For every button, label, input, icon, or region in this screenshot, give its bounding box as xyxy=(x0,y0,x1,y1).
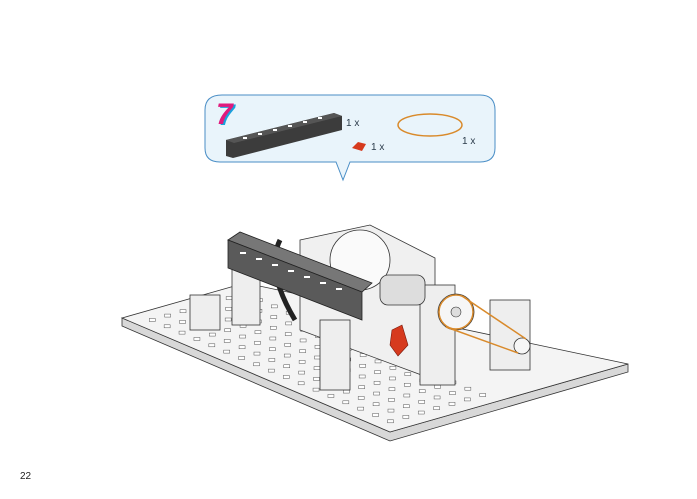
baseplate-stud xyxy=(418,400,425,404)
baseplate-stud xyxy=(284,332,292,336)
baseplate-stud xyxy=(254,330,262,334)
baseplate-stud xyxy=(224,317,232,322)
baseplate-stud xyxy=(178,330,186,335)
red-angle-block-part xyxy=(352,142,366,151)
baseplate-stud xyxy=(464,386,472,391)
baseplate-stud xyxy=(269,347,276,351)
baseplate-stud xyxy=(225,307,232,311)
baseplate-stud xyxy=(464,397,471,402)
baseplate-stud xyxy=(448,402,456,406)
baseplate-stud xyxy=(313,377,320,381)
baseplate-stud xyxy=(479,393,486,397)
baseplate-stud xyxy=(209,332,216,337)
baseplate-stud xyxy=(179,320,186,324)
baseplate-stud xyxy=(417,410,425,415)
baseplate-stud xyxy=(357,396,365,400)
baseplate-stud xyxy=(270,315,278,319)
baseplate-stud xyxy=(164,313,171,318)
baseplate-stud xyxy=(387,419,394,424)
model-assembly xyxy=(189,224,531,391)
baseplate-stud xyxy=(402,415,410,419)
baseplate-stud xyxy=(283,375,290,379)
baseplate-stud xyxy=(208,343,216,348)
baseplate-stud xyxy=(373,381,381,385)
baseplate-stud xyxy=(285,321,292,326)
baseplate-stud xyxy=(388,398,395,402)
baseplate-stud xyxy=(269,336,277,341)
rubber-band-part xyxy=(397,113,463,137)
baseplate-stud xyxy=(374,359,382,364)
baseplate-stud xyxy=(225,296,233,300)
baseplate-stud xyxy=(434,385,441,389)
baseplate-stud xyxy=(253,362,260,367)
baseplate-stud xyxy=(149,318,156,322)
baseplate-stud xyxy=(449,391,456,395)
baseplate-stud xyxy=(283,353,291,358)
baseplate-stud xyxy=(299,338,307,343)
baseplate-stud xyxy=(357,406,364,411)
baseplate-stud xyxy=(418,389,426,393)
baseplate-stud xyxy=(373,391,380,396)
baseplate-stud xyxy=(297,381,305,386)
baseplate-stud xyxy=(343,389,350,394)
baseplate-stud xyxy=(298,360,306,364)
page-number: 22 xyxy=(20,471,32,482)
baseplate-stud xyxy=(404,372,412,376)
baseplate-stud xyxy=(312,387,320,392)
baseplate-stud xyxy=(253,351,261,356)
baseplate-stud xyxy=(224,328,231,332)
baseplate-stud xyxy=(270,326,277,330)
baseplate-stud xyxy=(271,304,278,309)
baseplate-stud xyxy=(163,324,171,329)
baseplate-stud xyxy=(374,370,381,374)
baseplate-stud xyxy=(254,341,261,345)
baseplate-stud xyxy=(387,408,395,413)
parts-callout-bubble xyxy=(204,94,496,182)
baseplate-stud xyxy=(239,334,246,339)
baseplate-stud xyxy=(298,370,305,375)
baseplate-stud xyxy=(299,349,306,353)
baseplate-stud xyxy=(358,385,365,389)
baseplate-stud xyxy=(342,400,350,405)
part-quantity-red-block: 1 x xyxy=(371,142,385,153)
baseplate-stud xyxy=(389,376,396,381)
baseplate-stud xyxy=(327,394,335,398)
baseplate-stud xyxy=(283,364,290,368)
baseplate-stud xyxy=(404,383,411,387)
baseplate-stud xyxy=(193,337,201,341)
baseplate-stud xyxy=(179,309,187,313)
baseplate-stud xyxy=(403,404,410,408)
baseplate-stud xyxy=(268,358,276,362)
baseplate-stud xyxy=(389,366,397,370)
baseplate-stud xyxy=(268,368,275,373)
baseplate-stud xyxy=(433,395,441,400)
baseplate-stud xyxy=(223,349,230,354)
baseplate-stud xyxy=(388,387,396,391)
black-building-block-part xyxy=(226,113,342,158)
part-quantity-black-block: 1 x xyxy=(346,118,360,129)
baseplate-stud xyxy=(433,406,440,410)
baseplate-stud xyxy=(223,339,231,343)
part-quantity-rubber-band: 1 x xyxy=(462,136,476,147)
baseplate-stud xyxy=(358,374,366,379)
baseplate-stud xyxy=(238,356,245,360)
baseplate-stud xyxy=(313,366,321,370)
baseplate-stud xyxy=(403,393,411,398)
baseplate-stud xyxy=(359,364,366,368)
baseplate-stud xyxy=(372,413,379,417)
baseplate-stud xyxy=(238,345,246,349)
step-number: 7 xyxy=(216,98,233,131)
baseplate-stud xyxy=(372,402,380,406)
baseplate-stud xyxy=(284,343,291,347)
rubber-band-mounted xyxy=(438,294,527,354)
